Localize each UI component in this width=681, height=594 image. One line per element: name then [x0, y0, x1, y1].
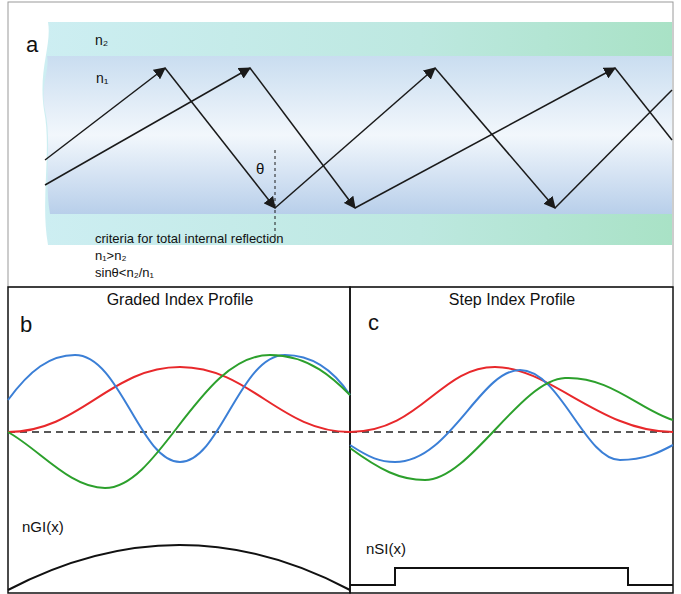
criteria-note: sinθ<n₂/n₁ — [95, 266, 154, 281]
profile-label: nGI(x) — [22, 518, 64, 535]
index-label: n₂ — [95, 32, 108, 48]
panel-letter: a — [26, 32, 38, 57]
panel-frame — [350, 287, 673, 593]
panel-letter: b — [20, 312, 32, 337]
index-profile — [350, 568, 673, 585]
panel-letter: c — [368, 310, 379, 335]
normal-line — [275, 150, 276, 238]
light-ray — [45, 68, 672, 208]
fiber-cladding — [42, 22, 672, 245]
panel-frame — [8, 2, 673, 287]
panel-title: Step Index Profile — [449, 291, 575, 309]
index-label: n₁ — [96, 70, 109, 86]
panel-title: Graded Index Profile — [107, 291, 254, 309]
criteria-note: criteria for total internal reflection — [95, 232, 284, 247]
fiber-core — [44, 56, 672, 214]
axis-line — [350, 431, 673, 433]
profile-label: nSI(x) — [366, 540, 406, 557]
panel-frame — [8, 287, 350, 593]
axis-line — [8, 431, 350, 433]
criteria-note: n₁>n₂ — [95, 249, 126, 264]
angle-label: θ — [256, 160, 264, 177]
mode-curve — [8, 355, 673, 488]
index-profile — [8, 545, 350, 590]
